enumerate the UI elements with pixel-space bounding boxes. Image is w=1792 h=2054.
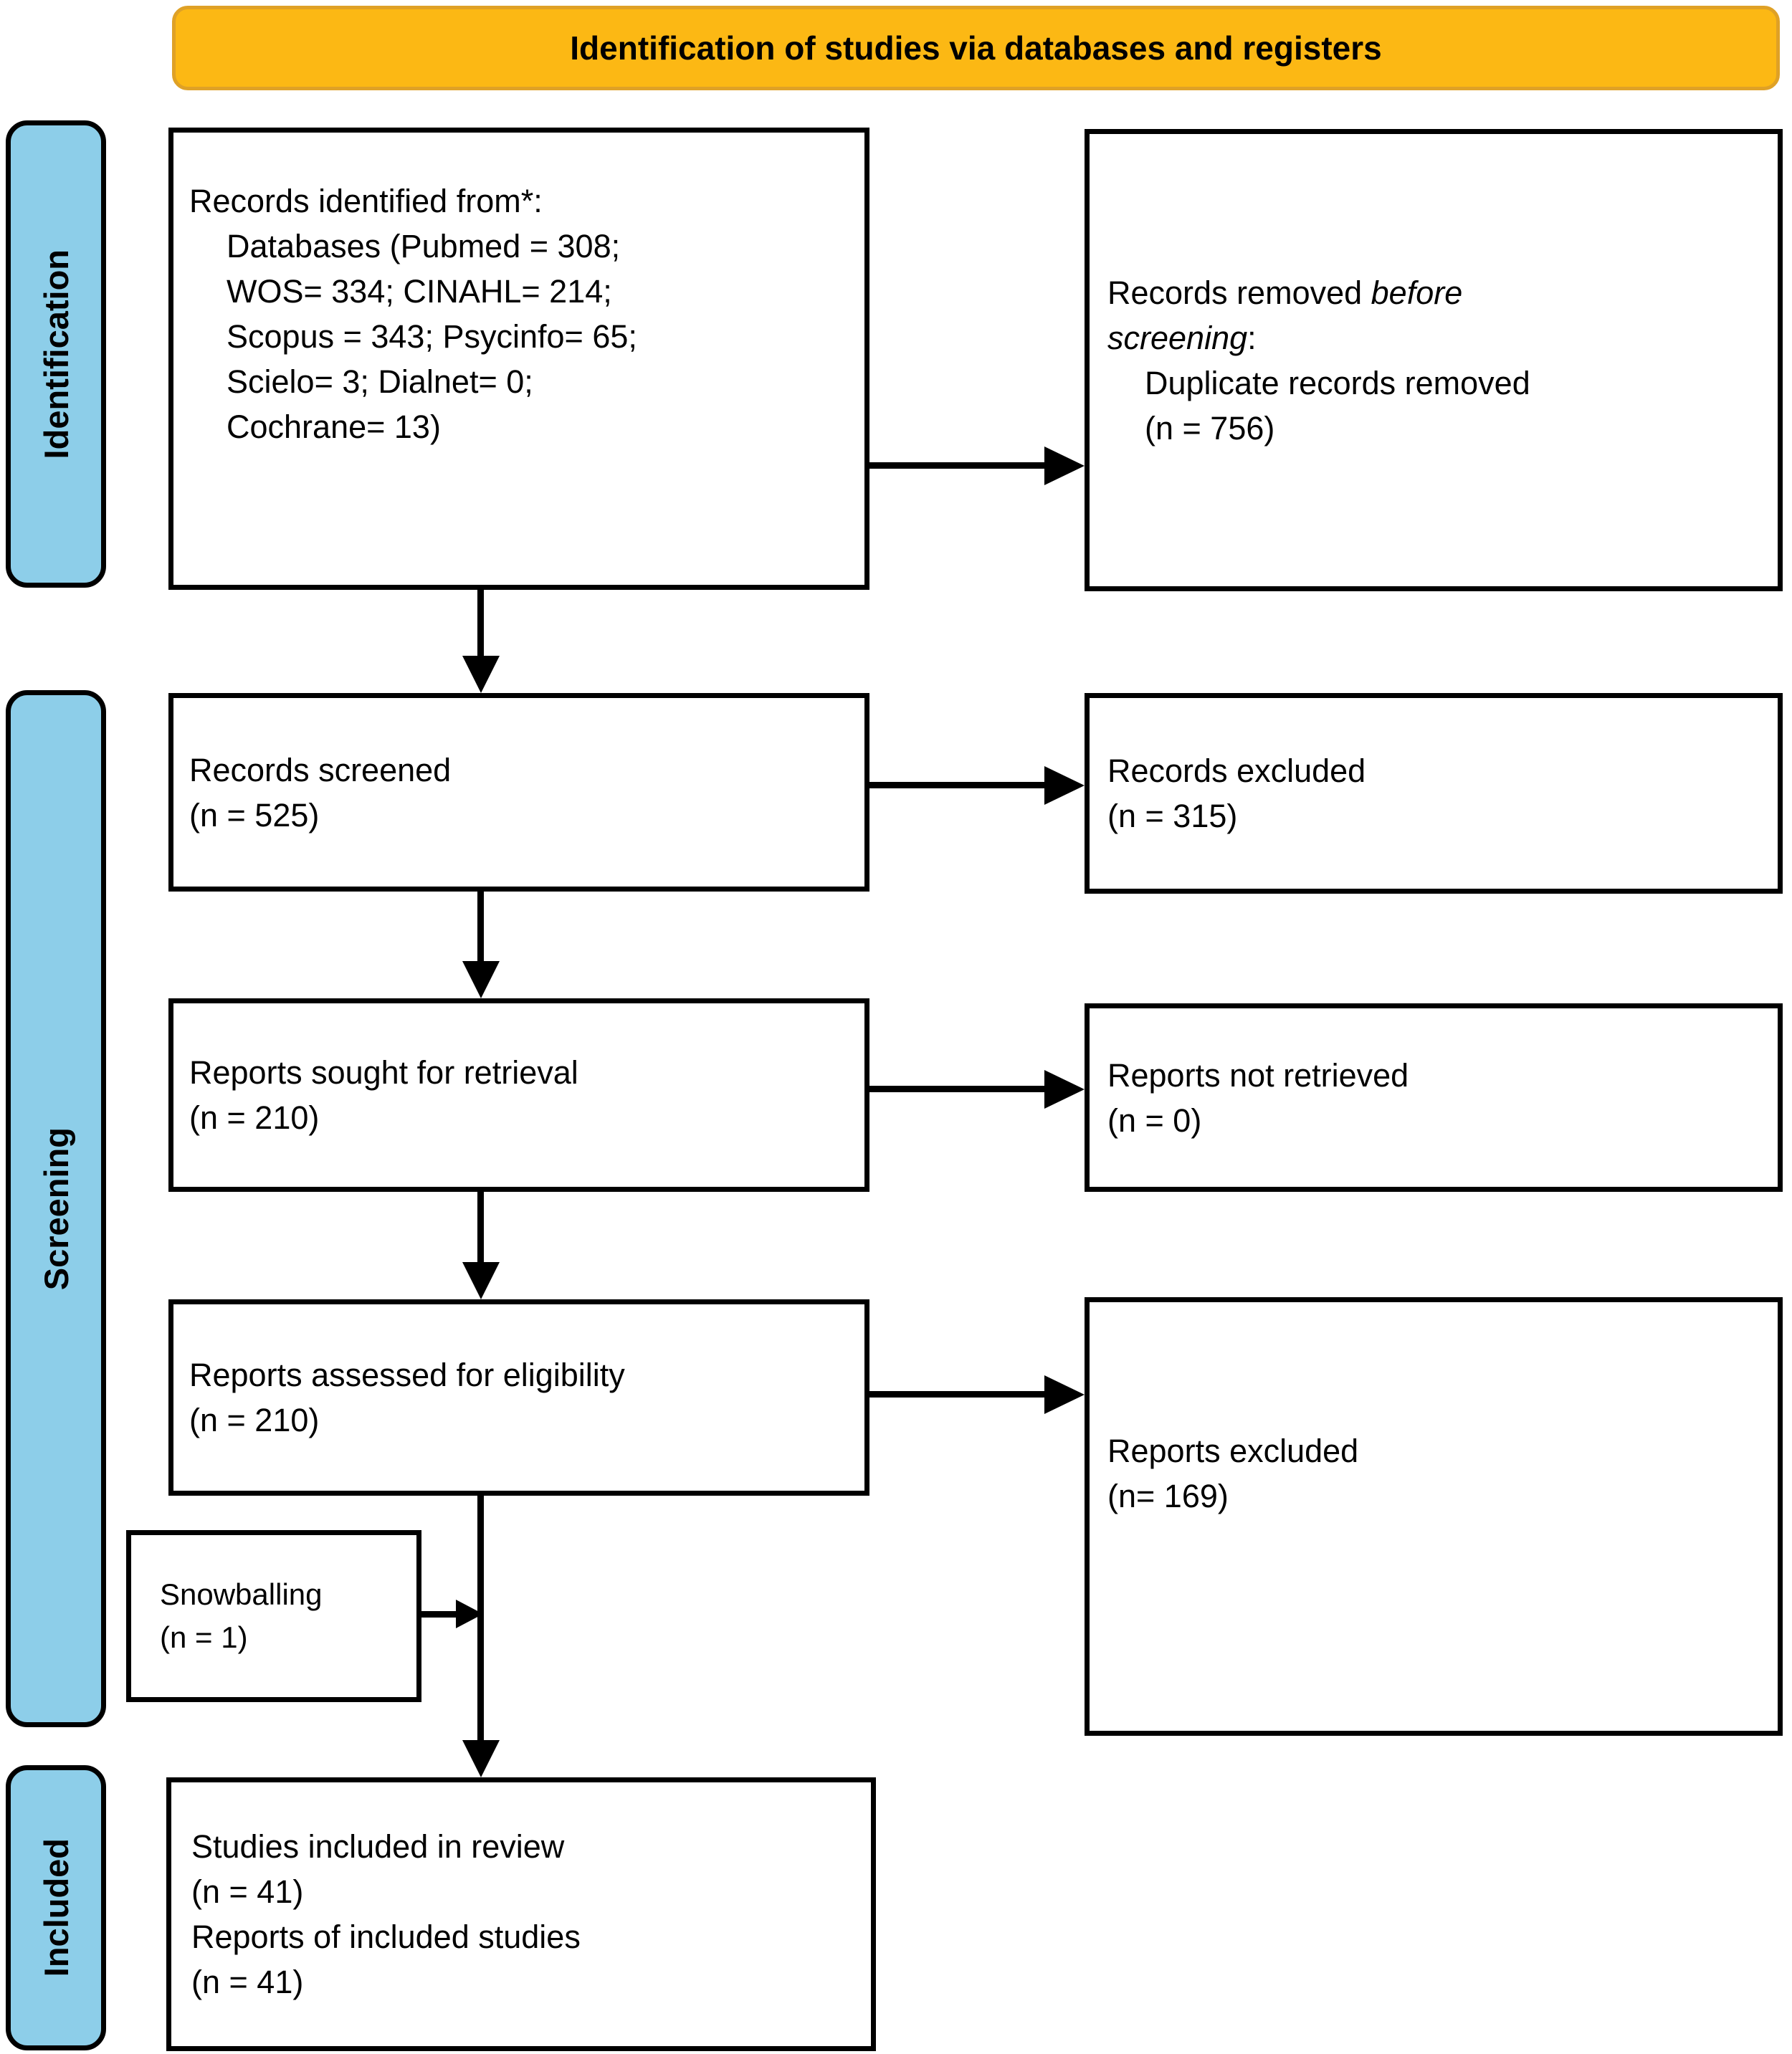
arrow-assessed-to-included: [459, 1496, 502, 1777]
box-line: (n = 210): [189, 1402, 320, 1438]
text-italic: screening: [1107, 319, 1248, 356]
box-line: Scopus = 343; Psycinfo= 65;: [227, 318, 637, 355]
arrow-head: [1044, 1375, 1085, 1414]
box-line: (n = 315): [1107, 798, 1238, 834]
box-line: (n = 1): [160, 1620, 248, 1654]
arrow-screened-to-sought: [459, 892, 502, 998]
box-records-removed-before-screening: Records removed before screening: Duplic…: [1085, 129, 1783, 591]
box-line: Duplicate records removed: [1145, 364, 1530, 401]
text-italic: before: [1371, 274, 1463, 311]
box-studies-included-in-review: Studies included in review (n = 41) Repo…: [166, 1777, 876, 2051]
arrow-head: [1044, 766, 1085, 805]
box-line: screening:: [1107, 315, 1756, 360]
box-line: (n = 41): [191, 1873, 304, 1910]
box-reports-assessed-for-eligibility: Reports assessed for eligibility (n = 21…: [168, 1299, 869, 1496]
arrow-snowballing-to-flow: [421, 1593, 486, 1636]
box-records-identified: Records identified from*: Databases (Pub…: [168, 128, 869, 590]
arrow-assessed-to-reports-excluded: [869, 1373, 1085, 1416]
box-line: (n = 525): [189, 796, 320, 833]
arrow-head: [462, 1262, 500, 1299]
box-line: Records identified from*:: [189, 183, 543, 219]
arrow-identified-to-screened: [459, 590, 502, 693]
box-line: (n = 0): [1107, 1102, 1202, 1139]
box-records-excluded: Records excluded (n = 315): [1085, 693, 1783, 894]
box-line: Reports excluded: [1107, 1433, 1359, 1469]
box-line: (n = 41): [191, 1964, 304, 2000]
arrow-screened-to-excluded: [869, 764, 1085, 807]
box-line: (n = 210): [189, 1099, 320, 1136]
box-reports-not-retrieved: Reports not retrieved (n = 0): [1085, 1003, 1783, 1192]
arrow-sought-to-not-retrieved: [869, 1068, 1085, 1111]
box-line: Reports of included studies: [191, 1919, 581, 1955]
box-line: Reports not retrieved: [1107, 1056, 1409, 1094]
box-line: Scielo= 3; Dialnet= 0;: [227, 363, 533, 400]
box-line: Studies included in review: [191, 1828, 565, 1865]
box-reports-sought-for-retrieval: Reports sought for retrieval (n = 210): [168, 998, 869, 1192]
arrow-head: [462, 656, 500, 693]
box-line: Records excluded: [1107, 753, 1366, 789]
box-line: Records screened: [189, 751, 452, 788]
arrow-identified-to-removed: [869, 444, 1085, 487]
banner-title: Identification of studies via databases …: [570, 29, 1382, 67]
text-regular: Records removed: [1107, 274, 1371, 311]
box-line: Databases (Pubmed = 308;: [227, 228, 621, 264]
stage-label-screening: Screening: [6, 690, 106, 1727]
box-line: Cochrane= 13): [227, 409, 441, 445]
box-line: (n = 756): [1145, 409, 1275, 446]
text-regular: :: [1247, 319, 1257, 356]
arrow-shaft: [869, 1391, 1044, 1398]
box-records-screened: Records screened (n = 525): [168, 693, 869, 892]
arrow-shaft: [869, 782, 1044, 788]
arrow-head: [1044, 446, 1085, 485]
arrow-sought-to-assessed: [459, 1192, 502, 1299]
arrow-shaft: [477, 590, 484, 658]
box-line: (n= 169): [1107, 1478, 1229, 1514]
stage-label-included-text: Included: [37, 1838, 75, 1977]
arrow-shaft: [477, 892, 484, 963]
stage-label-included: Included: [6, 1765, 106, 2050]
arrow-head: [462, 961, 500, 998]
stage-label-identification: Identification: [6, 120, 106, 588]
banner: Identification of studies via databases …: [172, 6, 1780, 90]
box-line: Snowballing: [160, 1577, 323, 1611]
stage-label-screening-text: Screening: [37, 1127, 75, 1291]
box-line: Reports assessed for eligibility: [189, 1357, 625, 1393]
arrow-shaft: [869, 1086, 1044, 1092]
stage-label-identification-text: Identification: [37, 249, 75, 459]
box-line: Reports sought for retrieval: [189, 1054, 578, 1091]
arrow-shaft: [869, 462, 1044, 469]
arrow-shaft: [477, 1192, 484, 1264]
arrow-head: [456, 1600, 483, 1628]
arrow-head: [1044, 1070, 1085, 1109]
box-snowballing: Snowballing (n = 1): [126, 1530, 421, 1702]
arrow-shaft: [421, 1611, 456, 1618]
box-reports-excluded: Reports excluded (n= 169): [1085, 1297, 1783, 1736]
arrow-head: [462, 1740, 500, 1777]
box-line: WOS= 334; CINAHL= 214;: [227, 273, 612, 310]
box-line: Records removed before: [1107, 270, 1756, 315]
